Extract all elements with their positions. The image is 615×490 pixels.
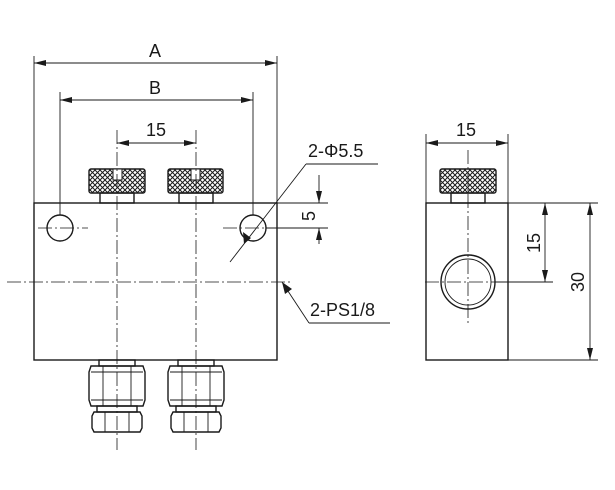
dimension-total-height-label: 30	[568, 272, 588, 292]
block-body	[33, 202, 278, 361]
ports-callout: 2-PS1/8	[310, 300, 375, 320]
fitting-left	[88, 359, 146, 433]
dimension-port-height: 15	[495, 202, 598, 283]
side-view: 15 15 30	[425, 120, 598, 361]
dimension-hole-offset: 5	[266, 175, 328, 244]
leader-mount-holes: 2-Φ5.5	[229, 141, 378, 263]
dimension-a: A	[33, 41, 278, 203]
leader-ports: 2-PS1/8	[281, 281, 390, 324]
dimension-a-label: A	[149, 41, 161, 61]
side-block-body	[425, 202, 509, 361]
dimension-plug-spacing-label: 15	[146, 120, 166, 140]
dimension-hole-offset-label: 5	[299, 211, 319, 221]
dimension-plug-spacing: 15	[117, 120, 196, 146]
dimension-total-height: 30	[508, 203, 598, 361]
dimension-b-label: B	[149, 78, 161, 98]
front-view: A B 15 5	[7, 41, 390, 450]
dimension-port-height-label: 15	[524, 233, 544, 253]
dimension-side-offset: 15	[425, 120, 509, 203]
screw-head-right	[167, 168, 224, 204]
fitting-right	[167, 359, 225, 433]
dimension-b: B	[59, 78, 254, 215]
dimension-side-offset-label: 15	[456, 120, 476, 140]
mount-holes-callout: 2-Φ5.5	[308, 141, 363, 161]
